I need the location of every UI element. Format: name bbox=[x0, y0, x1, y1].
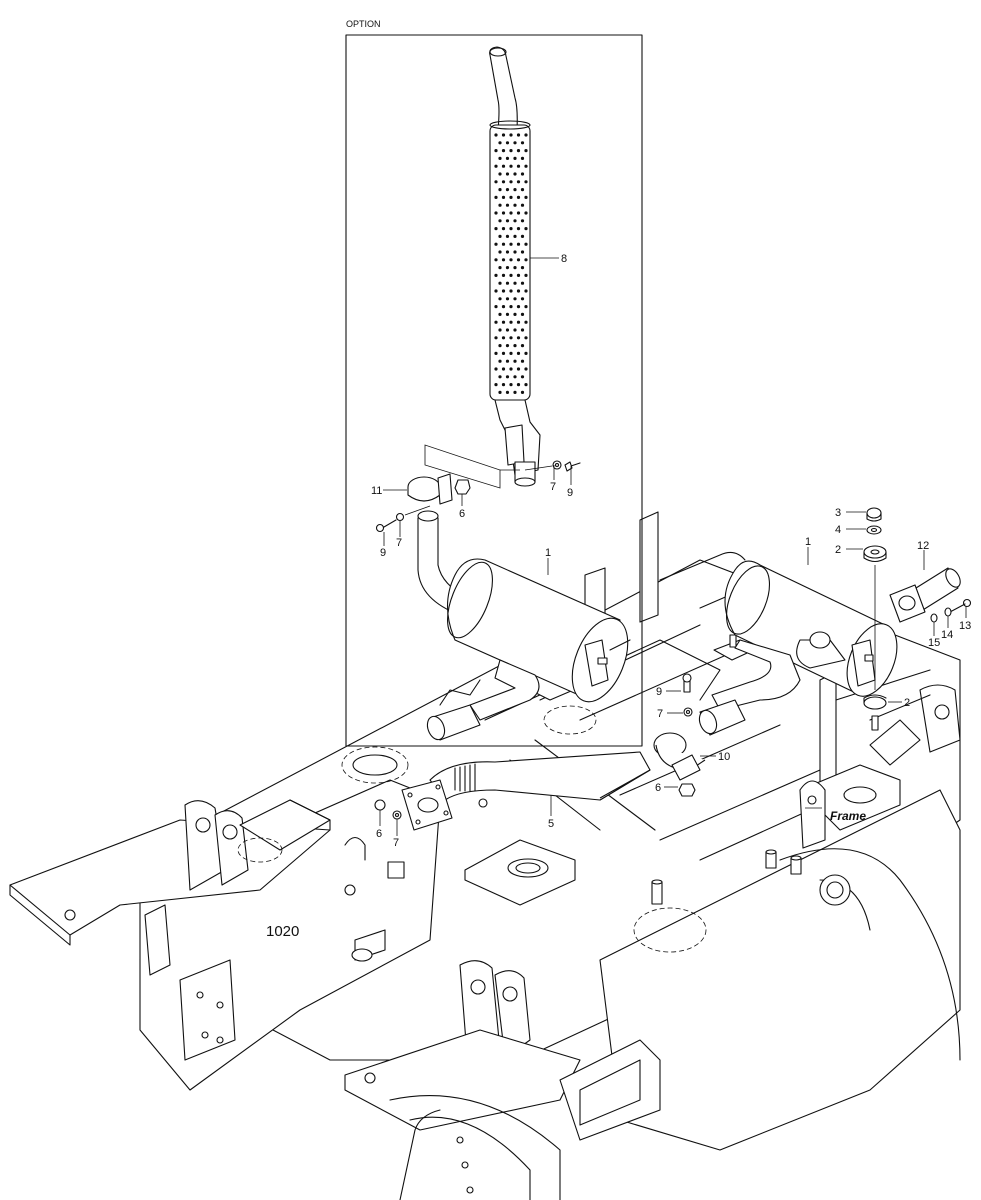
tail-pipe-12 bbox=[889, 567, 961, 623]
option-clamp-11 bbox=[375, 444, 520, 533]
option-muffler-1 bbox=[417, 510, 631, 741]
callout-2-top: 2 bbox=[835, 544, 841, 556]
option-box bbox=[345, 34, 643, 747]
callout-7-mid: 7 bbox=[657, 708, 663, 720]
option-stack-8 bbox=[489, 46, 581, 487]
callout-7-left: 7 bbox=[393, 837, 399, 849]
mounting-hardware-right bbox=[863, 507, 972, 731]
option-label: OPTION bbox=[346, 19, 381, 29]
callout-1-left: 1 bbox=[545, 547, 551, 559]
callout-2-bottom: 2 bbox=[904, 697, 910, 709]
callout-5: 5 bbox=[548, 818, 554, 830]
callout-12: 12 bbox=[917, 540, 929, 552]
callout-leaders bbox=[379, 257, 967, 836]
callout-6-left: 6 bbox=[376, 828, 382, 840]
perforation-holes bbox=[494, 133, 528, 394]
callout-1-right: 1 bbox=[805, 536, 811, 548]
exhaust-pipe-5 bbox=[401, 751, 651, 831]
group-number-label: 1020 bbox=[266, 923, 299, 940]
callout-9-mid: 9 bbox=[656, 686, 662, 698]
muffler-right bbox=[698, 560, 898, 736]
callout-9-clamp: 9 bbox=[380, 547, 386, 559]
callout-6-lower: 6 bbox=[655, 782, 661, 794]
callout-10: 10 bbox=[718, 751, 730, 763]
callout-7-clamp: 7 bbox=[396, 537, 402, 549]
callout-15: 15 bbox=[928, 637, 940, 649]
fasteners-lower bbox=[374, 673, 696, 820]
callout-9-pipe: 9 bbox=[567, 487, 573, 499]
callout-4: 4 bbox=[835, 524, 841, 536]
callout-7-pipe: 7 bbox=[550, 481, 556, 493]
frame-label: Frame bbox=[830, 809, 866, 823]
callout-14: 14 bbox=[941, 629, 953, 641]
callout-13: 13 bbox=[959, 620, 971, 632]
clamp-10 bbox=[653, 732, 706, 781]
callout-11: 11 bbox=[371, 485, 382, 497]
callout-6-option: 6 bbox=[459, 508, 465, 520]
callout-3: 3 bbox=[835, 507, 841, 519]
callout-8: 8 bbox=[561, 253, 567, 265]
